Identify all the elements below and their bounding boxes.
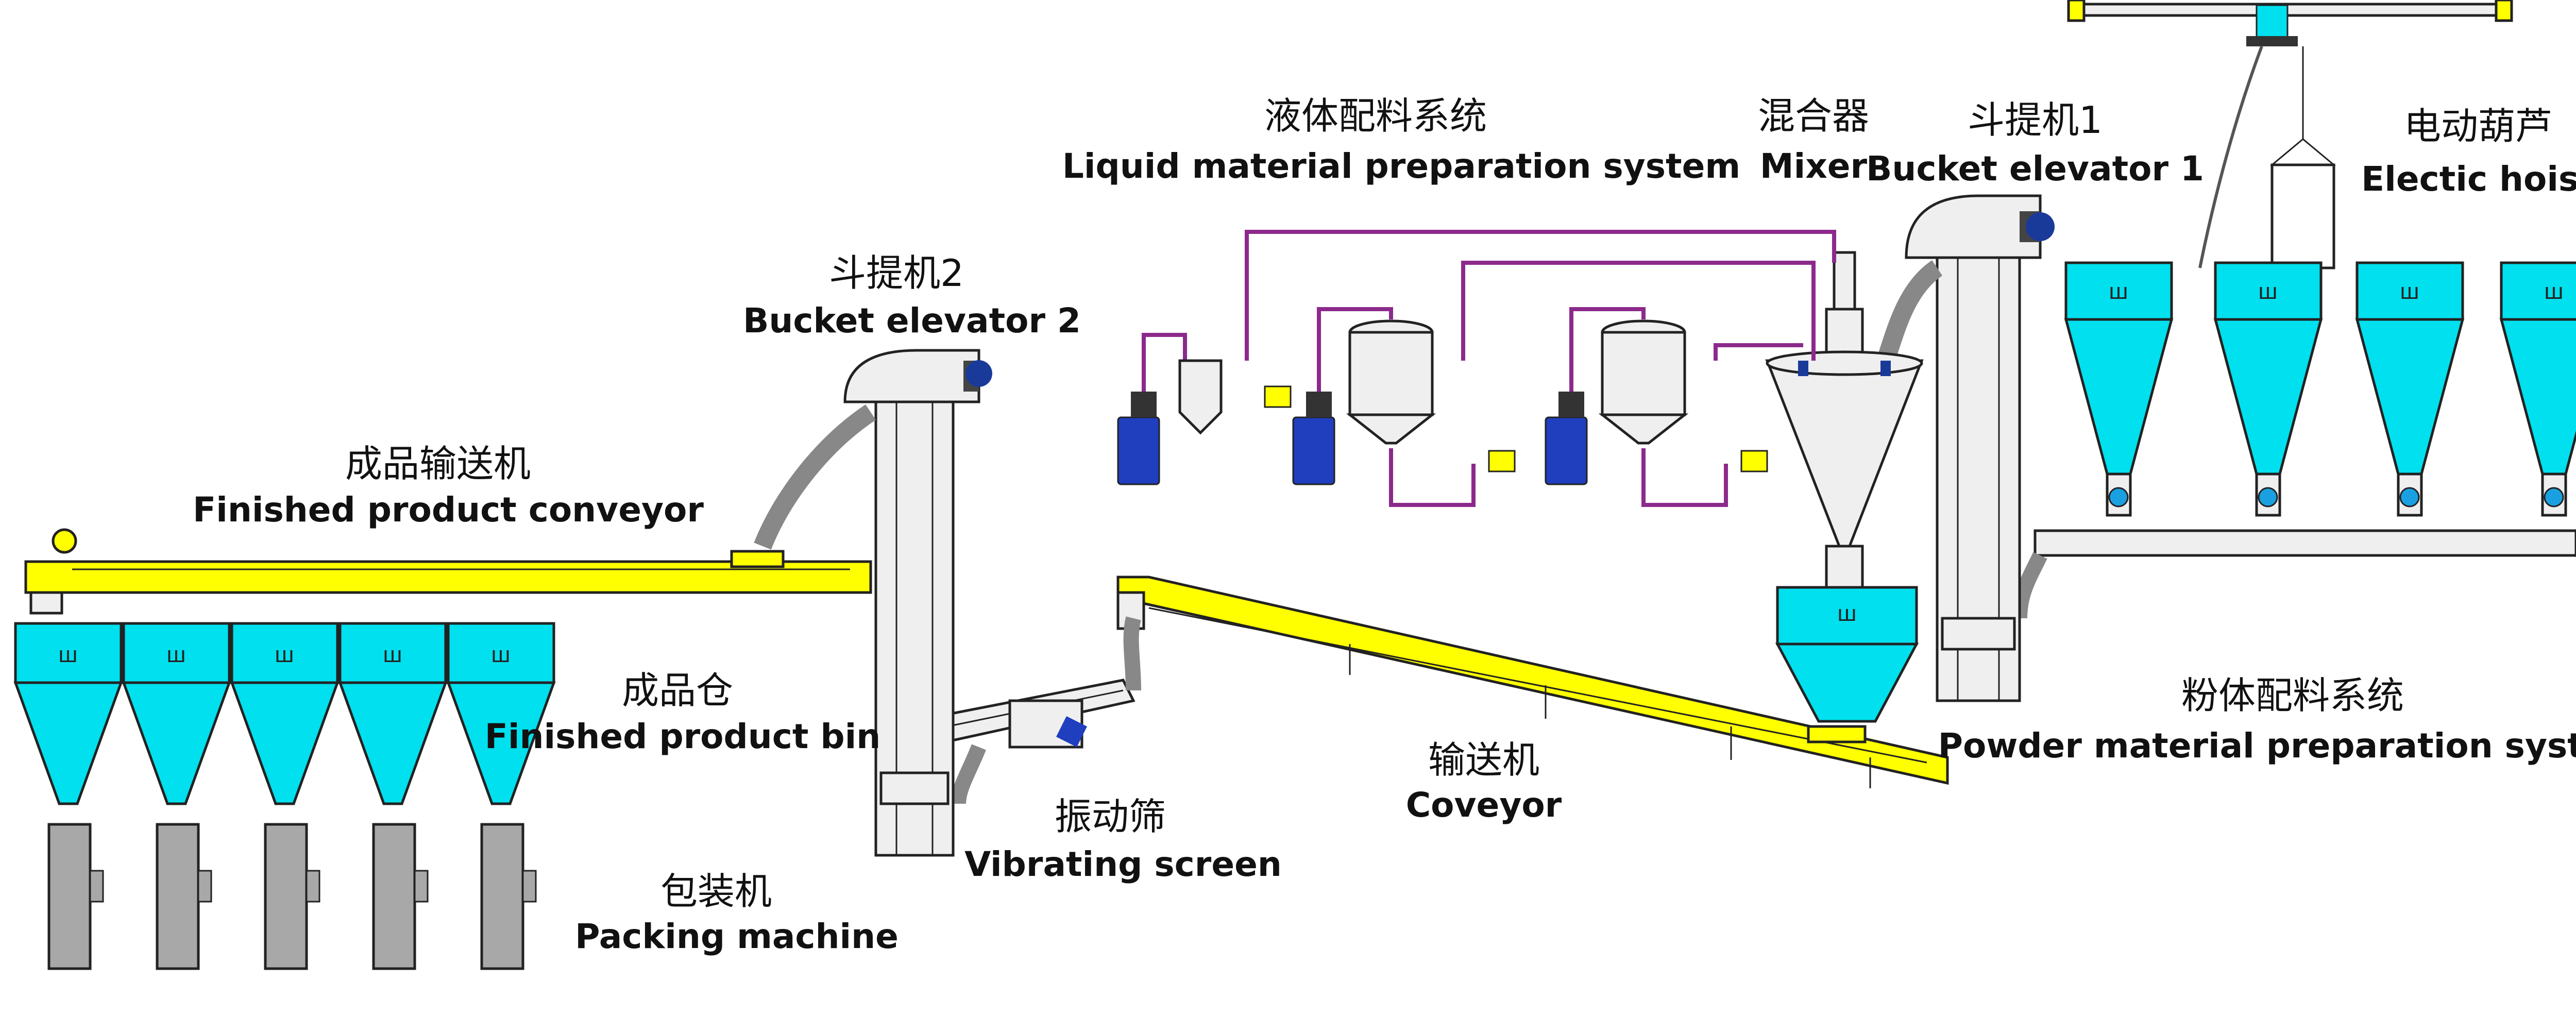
finished-bin-2: ш [122, 622, 231, 805]
packing-machine-3 [264, 823, 320, 970]
finished-product-bins: ш ш ш ш ш [13, 622, 556, 805]
liquid-system-pipes [1142, 230, 1836, 507]
label-hoist-en: Electic hoist [2361, 159, 2576, 199]
label-pack-en: Packing machine [575, 917, 899, 956]
metering-pump-3 [1740, 450, 1768, 472]
label-conv-en: Coveyor [1406, 785, 1562, 825]
label-be2-en: Bucket elevator 2 [743, 301, 1081, 341]
hopper-mark: ш [2258, 279, 2278, 304]
hopper-mark: ш [2109, 279, 2128, 304]
pump-2 [1306, 392, 1332, 417]
packing-machine-2 [156, 823, 212, 970]
label-powder-en: Powder material preparation system [1938, 726, 2576, 766]
finished-bin-3: ш [230, 622, 340, 805]
electric-hoist [2067, 0, 2513, 269]
powder-screw-conveyor [2012, 529, 2576, 619]
label-fpb-zh: 成品仓 [622, 669, 733, 712]
hopper-mark: ш [275, 642, 294, 667]
label-conv-zh: 输送机 [1428, 738, 1539, 782]
metering-pump-2 [1488, 450, 1516, 472]
label-liquid-en: Liquid material preparation system [1062, 146, 1740, 186]
powder-hopper-4: ш [2499, 261, 2576, 517]
powder-hopper-3: ш [2355, 261, 2465, 517]
mixer [1765, 251, 1924, 594]
hopper-mark: ш [2544, 279, 2564, 304]
powder-hopper-1: ш [2064, 261, 2174, 517]
liquid-tank-2 [1598, 319, 1689, 445]
label-be1-zh: 斗提机1 [1968, 98, 2103, 142]
finished-bin-5: ш [446, 622, 556, 805]
pump-3 [1558, 392, 1584, 417]
drum-2 [1292, 416, 1335, 485]
finished-bin-1: ш [13, 622, 123, 805]
mixer-receiving-hopper: ш [1775, 586, 1919, 723]
powder-hopper-2: ш [2213, 261, 2323, 517]
label-be2-zh: 斗提机2 [829, 251, 964, 295]
vibrating-screen [910, 616, 1141, 804]
powder-hoppers: ш ш ш ш [2064, 261, 2576, 517]
labels: 液体配料系统 Liquid material preparation syste… [193, 94, 2576, 956]
label-mixer-zh: 混合器 [1758, 94, 1869, 138]
finished-product-conveyor [24, 528, 872, 615]
label-fpc-zh: 成品输送机 [345, 442, 531, 485]
hopper-mark: ш [2400, 279, 2419, 304]
finished-bin-4: ш [338, 622, 448, 805]
label-hoist-zh: 电动葫芦 [2404, 105, 2552, 148]
metering-pump-1 [1264, 385, 1292, 408]
hopper-mark: ш [383, 642, 402, 667]
small-tank [1178, 359, 1223, 435]
packing-machine-1 [47, 823, 104, 970]
label-liquid-zh: 液体配料系统 [1264, 94, 1487, 138]
label-fpb-en: Finished product bin [485, 717, 880, 756]
pump-1 [1131, 392, 1157, 417]
label-vs-zh: 振动筛 [1055, 795, 1166, 838]
label-powder-zh: 粉体配料系统 [2181, 674, 2404, 717]
packing-machines [47, 823, 537, 970]
drum-1 [1117, 416, 1160, 485]
hopper-mark: ш [491, 642, 511, 667]
drum-3 [1545, 416, 1588, 485]
label-pack-zh: 包装机 [660, 870, 772, 913]
hopper-mark: ш [58, 642, 78, 667]
packing-machine-4 [372, 823, 429, 970]
label-vs-en: Vibrating screen [964, 844, 1282, 884]
packing-machine-5 [480, 823, 537, 970]
label-fpc-en: Finished product conveyor [193, 490, 704, 530]
liquid-system-equipment [1117, 319, 1768, 485]
hopper-mark: ш [166, 642, 186, 667]
hopper-mark: ш [1837, 601, 1857, 626]
liquid-tank-1 [1346, 319, 1436, 445]
label-mixer-en: Mixer [1760, 146, 1868, 186]
inclined-conveyor [1116, 576, 1949, 788]
bucket-elevator-2 [754, 349, 992, 857]
label-be1-en: Bucket elevator 1 [1866, 149, 2204, 189]
bucket-elevator-1 [1876, 194, 2055, 702]
